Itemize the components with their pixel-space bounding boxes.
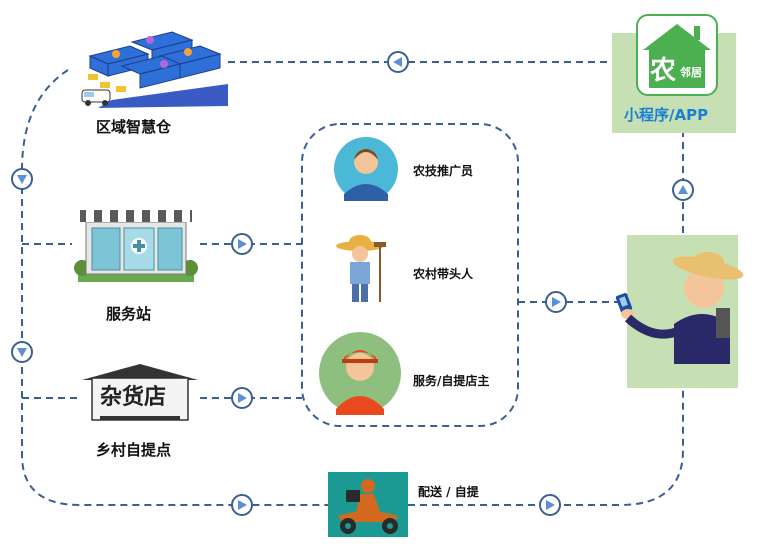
warehouse-illustration (81, 31, 228, 108)
promoter-avatar (334, 137, 398, 201)
arrow-right-icon (539, 494, 561, 516)
arrow-right-icon (545, 291, 567, 313)
promoter-label: 农技推广员 (413, 164, 474, 178)
arrow-down-icon (11, 341, 33, 363)
arrow-up-icon (672, 179, 694, 201)
arrow-down-icon (11, 168, 33, 190)
village-leader-figure (336, 235, 386, 302)
arrow-right-icon (231, 387, 253, 409)
warehouse-label: 区域智慧仓 (96, 118, 172, 136)
app-logo-sub: 邻居 (680, 66, 702, 79)
arrow-right-icon (231, 494, 253, 516)
village-leader-label: 农村带头人 (413, 267, 474, 281)
store-owner-avatar (319, 332, 401, 415)
scooter-icon (338, 479, 398, 534)
store-illustration (82, 364, 198, 421)
service-station-illustration (74, 210, 198, 282)
app-logo: 农 邻居 (636, 14, 718, 96)
delivery-label: 配送 / 自提 (418, 485, 479, 499)
app-logo-char: 农 (650, 56, 677, 86)
store-sign: 杂货店 (100, 384, 167, 410)
delivery-box (328, 472, 408, 537)
arrow-left-icon (387, 51, 409, 73)
arrow-right-icon (231, 233, 253, 255)
village-point-label: 乡村自提点 (96, 441, 172, 459)
farmer-figure (615, 252, 744, 364)
store-owner-label: 服务/自提店主 (413, 374, 490, 388)
app-label: 小程序/APP (624, 106, 709, 124)
house-icon (643, 24, 711, 88)
service-station-label: 服务站 (106, 305, 152, 323)
